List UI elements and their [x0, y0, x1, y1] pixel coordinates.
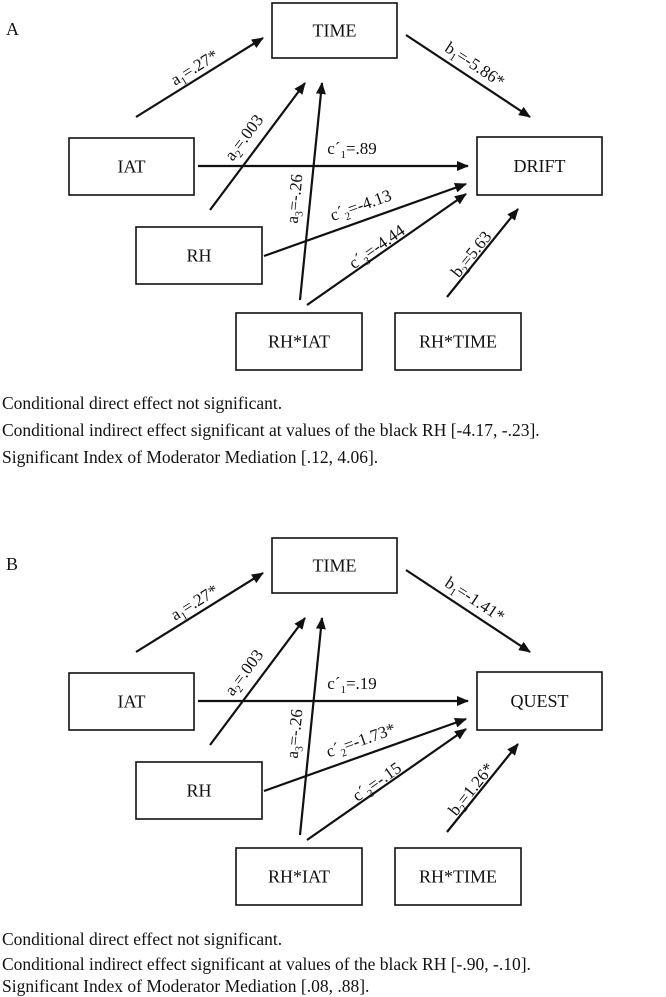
panel-a-path-b1-label: b1=-5.86*: [440, 38, 508, 94]
panel-b-note-index: Significant Index of Moderator Mediation…: [2, 976, 370, 996]
panel-b-node-time: TIME: [271, 537, 398, 594]
panel-b-path-c1-label: c´1=.19: [327, 674, 377, 696]
panel-a-path-c2-arrow: [263, 182, 467, 258]
panel-a-path-b2-arrow: [446, 208, 519, 298]
panel-b-node-iat-label: IAT: [118, 692, 146, 712]
panel-b-path-c2-arrow: [263, 717, 467, 793]
panel-a-node-rh-iat-label: RH*IAT: [268, 332, 330, 352]
panel-b-letter: B: [6, 554, 18, 574]
panel-a-node-rh-box: [135, 226, 263, 285]
panel-a-node-outcome: DRIFT: [476, 136, 603, 196]
panel-b-node-iat-box: [68, 672, 195, 731]
panel-b-node-rh-box: [135, 761, 263, 820]
panel-b-node-rh-label: RH: [186, 781, 211, 801]
panel-b-path-b2-arrow: [446, 743, 519, 833]
panel-a-note-direct: Conditional direct effect not significan…: [2, 393, 283, 413]
panel-b-node-rh-time-box: [394, 847, 522, 906]
panel-b-node-outcome-box: [476, 671, 603, 731]
panel-a-path-a3-label: a3=-.26: [283, 173, 310, 225]
panel-a-node-time-label: TIME: [313, 21, 357, 41]
panel-b-node-outcome-label: QUEST: [511, 691, 569, 711]
panel-b-node-outcome: QUEST: [476, 671, 603, 731]
panel-b-node-iat: IAT: [68, 672, 195, 731]
panel-a-node-outcome-box: [476, 136, 603, 196]
panel-b-path-a2-arrow: [209, 617, 306, 746]
panel-a-node-outcome-label: DRIFT: [513, 156, 565, 176]
panel-b-node-rh: RH: [135, 761, 263, 820]
panel-a-node-rh-time-box: [394, 312, 522, 371]
panel-b-path-c3-arrow: [306, 728, 467, 841]
panel-b-path-b1-label: b1=-1.41*: [440, 573, 508, 629]
panel-a-node-rh-label: RH: [186, 246, 211, 266]
panel-a-path-c3-label: c´3=-4.44: [345, 220, 410, 275]
panel-a-node-time: TIME: [271, 2, 398, 59]
panel-b-path-a3-label: a3=-.26: [283, 708, 310, 760]
panel-a-letter: A: [6, 19, 19, 39]
panel-a-path-a2-arrow: [209, 82, 306, 211]
panel-a-path-b1-arrow: [405, 34, 531, 118]
panel-a-node-rh-iat: RH*IAT: [235, 312, 363, 371]
panel-a-node-rh-iat-box: [235, 312, 363, 371]
panel-b-path-a3-arrow: [298, 617, 326, 836]
panel-b: Ba1=.27*a2=.003a3=-.26b1=-1.41*b2=1.26*c…: [6, 537, 603, 906]
panel-a-path-c1-label: c´1=.89: [327, 139, 377, 161]
panel-b-note-direct: Conditional direct effect not significan…: [2, 929, 283, 949]
panel-a-node-rh-time-label: RH*TIME: [419, 332, 497, 352]
panel-a-path-b2-label: b2=5.63: [447, 227, 498, 282]
panel-b-node-time-label: TIME: [313, 556, 357, 576]
panel-a-note-indirect: Conditional indirect effect significant …: [2, 420, 540, 440]
panel-a-node-iat-label: IAT: [118, 157, 146, 177]
panel-b-path-c3-label: c´3=-.15: [349, 758, 407, 808]
panel-a-path-a1-arrow: [135, 37, 264, 118]
panel-b-node-rh-time: RH*TIME: [394, 847, 522, 906]
panel-a-node-iat: IAT: [68, 137, 195, 196]
panel-a-node-iat-box: [68, 137, 195, 196]
panel-a-node-time-box: [271, 2, 398, 59]
panel-b-node-rh-iat-box: [235, 847, 363, 906]
panel-a-note-index: Significant Index of Moderator Mediation…: [2, 447, 379, 467]
panel-b-path-b2-label: b2=1.26*: [444, 759, 500, 821]
panel-b-node-time-box: [271, 537, 398, 594]
panel-b-path-a1-arrow: [135, 572, 264, 653]
panel-a-node-rh-time: RH*TIME: [394, 312, 522, 371]
panel-a-path-a3-arrow: [298, 82, 326, 301]
panel-b-node-rh-time-label: RH*TIME: [419, 867, 497, 887]
panel-b-node-rh-iat: RH*IAT: [235, 847, 363, 906]
panel-a-node-rh: RH: [135, 226, 263, 285]
panel-b-node-rh-iat-label: RH*IAT: [268, 867, 330, 887]
panel-b-path-b1-arrow: [405, 569, 531, 653]
panel-b-note-indirect: Conditional indirect effect significant …: [2, 954, 531, 974]
panel-a-path-c3-arrow: [306, 193, 467, 306]
